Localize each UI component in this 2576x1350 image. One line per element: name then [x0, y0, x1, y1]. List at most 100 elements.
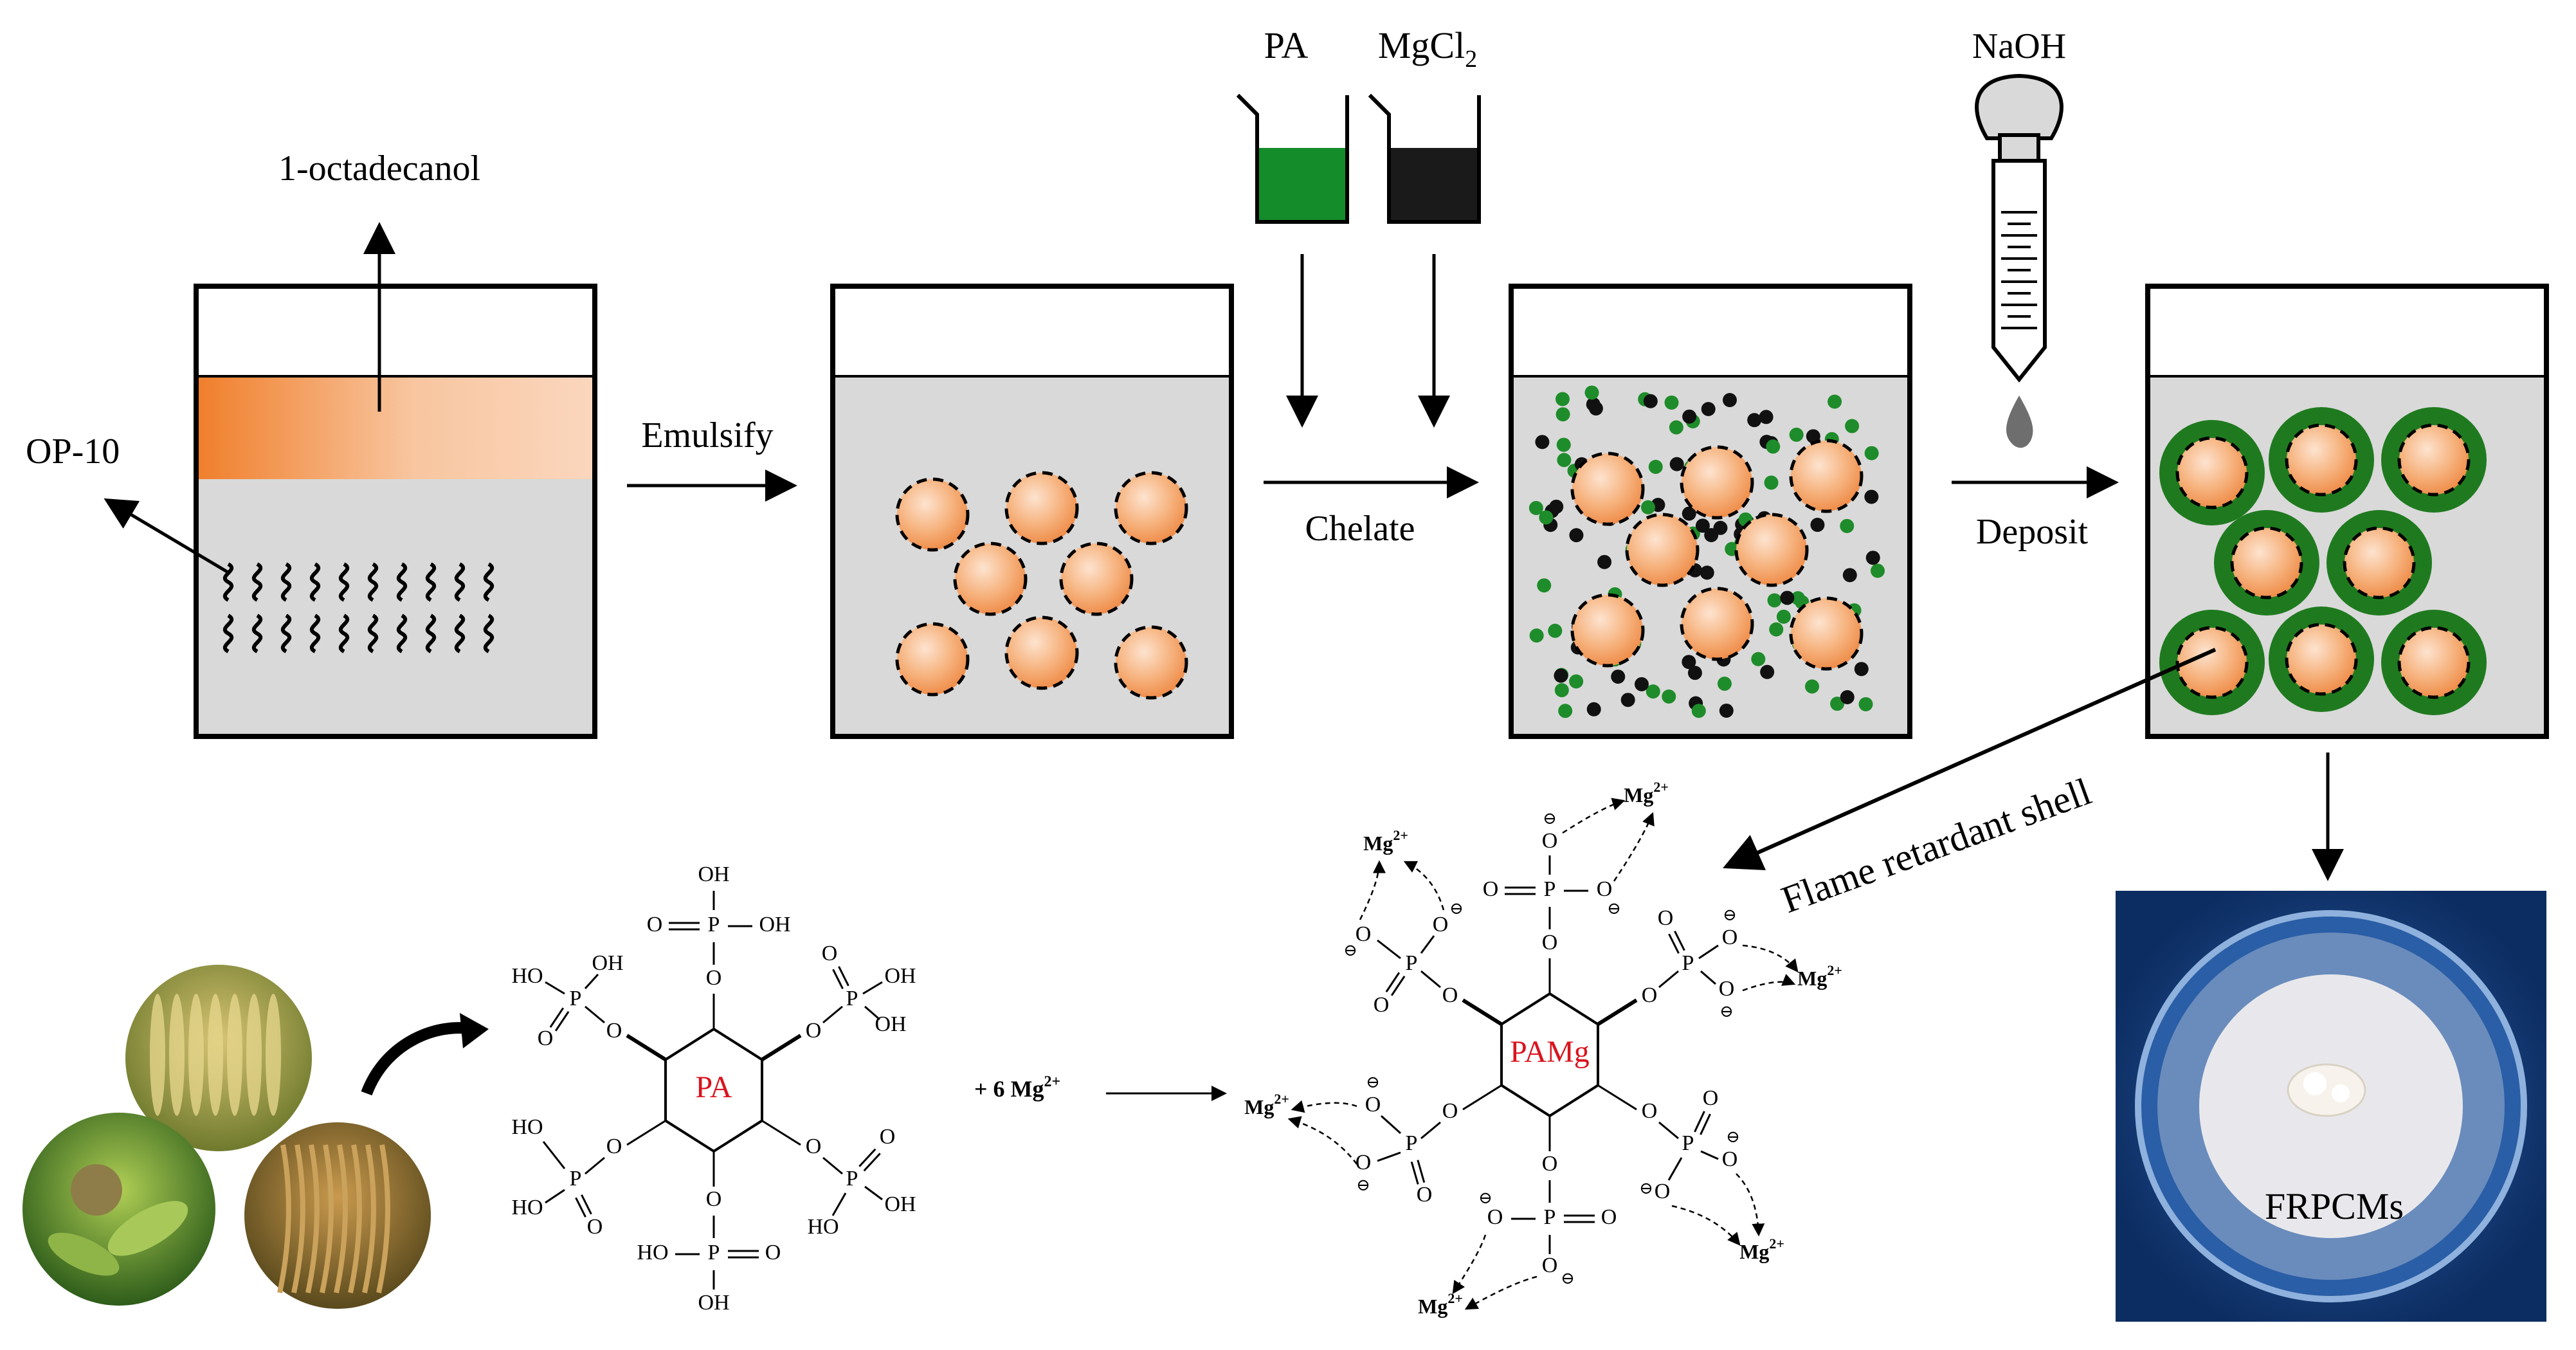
bond — [1700, 1150, 1719, 1160]
bond — [1462, 1084, 1502, 1111]
mg-ion — [1554, 668, 1568, 683]
oil-droplet — [1059, 542, 1134, 616]
bond — [1420, 935, 1435, 954]
bond — [542, 1141, 566, 1169]
double-bond — [838, 966, 849, 987]
surfactant-molecule — [280, 562, 292, 602]
chem-text: ⊖ — [1723, 906, 1737, 924]
pa-ion — [1555, 392, 1570, 406]
double-bond — [1694, 1111, 1705, 1133]
rice-stalk — [334, 1144, 348, 1293]
chem-text: O — [1442, 1099, 1458, 1123]
chem-text: O — [1483, 877, 1499, 901]
double-bond — [554, 1010, 570, 1032]
chem-text: HO — [807, 1215, 839, 1239]
bond — [585, 1156, 605, 1175]
surfactant-molecule — [396, 614, 408, 653]
chem-text: O — [1542, 1254, 1558, 1277]
chem-text: P — [708, 913, 720, 936]
wheat-ear — [208, 994, 223, 1116]
chem-text: O — [1487, 1205, 1503, 1229]
bond — [761, 1034, 802, 1062]
oil-droplet — [2285, 623, 2358, 696]
chem-text: O — [1417, 1183, 1433, 1207]
label-mgcl2: MgCl2 — [1378, 24, 1477, 73]
mg-ion — [1687, 666, 1702, 680]
bond — [1420, 1121, 1441, 1140]
oil-droplet — [895, 477, 970, 552]
mg-ion — [1854, 662, 1869, 677]
mg-ion-label: Mg2+ — [1418, 1290, 1463, 1318]
oil-droplet — [1114, 625, 1188, 700]
chem-text: OH — [759, 913, 790, 936]
coordination-bond — [1464, 1275, 1537, 1310]
mg-ion — [1704, 528, 1719, 543]
pa-ion — [1864, 446, 1879, 461]
surfactant-molecule — [483, 614, 494, 653]
pa-ion — [1769, 622, 1784, 637]
chem-text: P — [1682, 951, 1694, 975]
source-to-pa-arrow — [361, 1022, 474, 1096]
pa-ion — [1529, 628, 1544, 643]
oil-droplet — [1680, 587, 1754, 661]
double-bond — [549, 1007, 565, 1028]
chem-text: O — [706, 966, 722, 990]
coordination-bond — [1291, 1100, 1357, 1113]
mg-ion — [1682, 506, 1696, 521]
coordination-bond — [1671, 1205, 1741, 1246]
oil-droplet — [2175, 436, 2249, 509]
chem-text: P — [570, 1167, 582, 1190]
mg-ion — [1701, 402, 1716, 417]
pa-ion — [1554, 683, 1569, 698]
coordination-bond — [1613, 812, 1655, 882]
oil-droplet — [1789, 439, 1864, 513]
chem-text: O — [1642, 1099, 1658, 1123]
chem-text: ⊖ — [1366, 1073, 1380, 1091]
pa-ion — [1791, 591, 1806, 606]
chem-text: O — [1722, 926, 1738, 949]
powder-sample — [2287, 1063, 2366, 1117]
op10-arrow — [104, 498, 230, 574]
pa-beaker — [1236, 93, 1349, 224]
pa-ion — [1840, 518, 1855, 533]
pa-ion — [1646, 684, 1660, 699]
pa-ion — [1766, 439, 1781, 454]
mgcl2-beaker — [1368, 93, 1481, 224]
mg-ion-label: Mg2+ — [1624, 779, 1669, 807]
oil-droplet — [1004, 616, 1079, 690]
chem-text: OH — [875, 1012, 906, 1036]
chem-text: O — [1703, 1086, 1719, 1110]
mg-ion — [1695, 518, 1710, 533]
bond — [1658, 1121, 1679, 1140]
rice-stalk — [348, 1144, 362, 1293]
coordination-bond — [1562, 798, 1626, 834]
double-bond — [832, 969, 844, 989]
reaction-plus-mg: + 6 Mg2+ — [974, 1073, 1060, 1102]
bond — [831, 1192, 847, 1216]
beaker-3 — [1509, 284, 1912, 739]
pa-ion — [1764, 475, 1779, 490]
rice-stalk — [362, 1144, 376, 1293]
mg-ion — [1760, 664, 1775, 679]
mg-ion — [1842, 568, 1857, 583]
chem-text: ⊖ — [1719, 1002, 1734, 1021]
chem-text: O — [880, 1125, 896, 1149]
mg-ion — [1840, 689, 1855, 704]
label-frpcms: FRPCMs — [2265, 1185, 2404, 1227]
pa-ion — [1558, 704, 1573, 718]
pa-ion — [1691, 704, 1706, 718]
chem-text: O — [1365, 1093, 1381, 1117]
label-deposit: Deposit — [1976, 512, 2089, 552]
mg-ion — [1810, 518, 1825, 533]
mg-ion-label: Mg2+ — [1363, 827, 1408, 855]
mg-ion — [1669, 457, 1684, 471]
bond — [864, 1185, 883, 1201]
bond — [1597, 998, 1638, 1026]
pa-ion — [1717, 677, 1732, 691]
surfactant-molecule — [367, 614, 379, 653]
pa-ion — [1556, 437, 1571, 452]
bond — [862, 981, 883, 995]
beaker-4 — [2145, 284, 2549, 739]
chem-text: ⊖ — [1449, 899, 1464, 918]
pa-ion — [1648, 459, 1663, 474]
